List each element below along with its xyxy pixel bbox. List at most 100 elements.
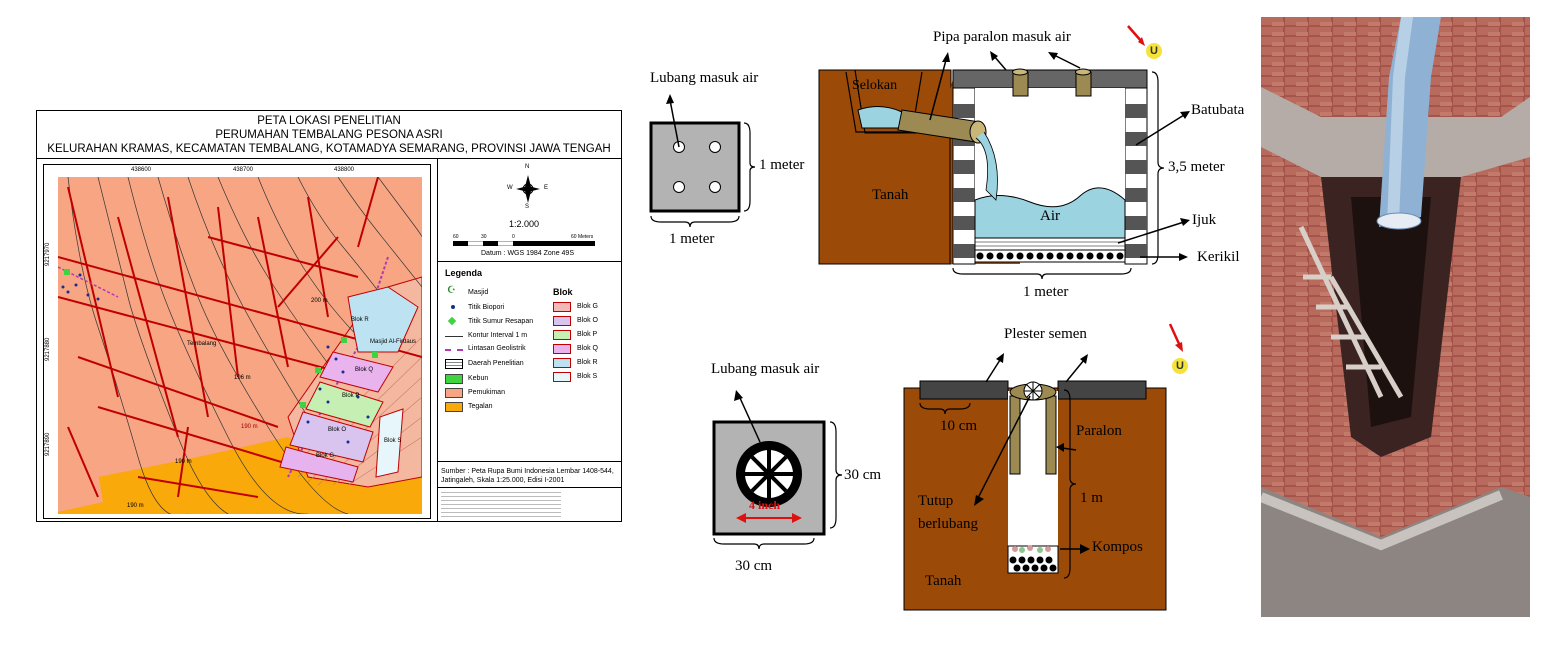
- compass-s: S: [525, 204, 530, 210]
- well-top-label: Lubang masuk air: [650, 70, 759, 86]
- scale-ratio: 1:2.000: [509, 219, 540, 229]
- tanah-label-2: Tanah: [925, 573, 962, 589]
- height-label: 3,5 meter: [1168, 159, 1225, 175]
- map-title-line-1: PETA LOKASI PENELITIAN: [257, 115, 401, 127]
- geolistrik-icon: [445, 349, 463, 353]
- contour-label-2: 190 m: [127, 503, 144, 509]
- compass-w: W: [507, 185, 513, 191]
- scale-tick-1: 60: [453, 234, 459, 240]
- blok-p-swatch: [553, 330, 571, 340]
- blok-o-swatch: [553, 316, 571, 326]
- biopori-side-label: 30 cm: [844, 467, 882, 483]
- compass-e: E: [544, 185, 549, 191]
- blok-g-swatch: [553, 302, 571, 312]
- scale-tick-2: 30: [481, 234, 487, 240]
- air-label: Air: [1040, 208, 1060, 224]
- tanah-label-1: Tanah: [872, 187, 909, 203]
- kompos-label: Kompos: [1092, 539, 1143, 555]
- kontur-icon: [445, 336, 463, 337]
- biopori-icon: [451, 305, 455, 309]
- kebun-patch-3: [315, 367, 321, 373]
- blok-q-swatch: [553, 344, 571, 354]
- fine-print: [441, 492, 561, 518]
- sumur-resapan-icon: [447, 316, 457, 326]
- kebun-patch-2: [341, 337, 347, 343]
- kebun-patch-5: [372, 352, 378, 358]
- legend-daerah: Daerah Penelitian: [468, 360, 524, 367]
- x-tick-3: 438800: [334, 167, 355, 173]
- north-u-icon-2: U: [1172, 358, 1188, 374]
- inch-label: 4 inch: [749, 498, 781, 512]
- map-frame: [43, 164, 431, 519]
- road-network: [58, 177, 422, 498]
- legend-geolistrik: Lintasan Geolistrik: [468, 345, 526, 352]
- compass-n: N: [525, 164, 530, 170]
- kebun-icon: [445, 374, 463, 384]
- blok-r-swatch: [553, 358, 571, 368]
- well-photo: [1261, 17, 1530, 617]
- ijuk-label: Ijuk: [1192, 212, 1217, 228]
- blok-s-shape: [375, 408, 404, 478]
- y-tick-1: 9217970: [45, 242, 51, 266]
- contour-label-1: 190 m: [241, 424, 258, 430]
- legend-kontur: Kontur Interval 1 m: [468, 332, 528, 339]
- legend-sumur: Titik Sumur Resapan: [468, 318, 534, 325]
- legend-blok-g: Blok G: [577, 303, 599, 310]
- blok-s-swatch: [553, 372, 571, 382]
- info-hline-3: [437, 487, 622, 488]
- x-tick-1: 438600: [131, 167, 152, 173]
- legend-blok-o: Blok O: [577, 317, 599, 324]
- map-label-blok-q: Blok Q: [355, 367, 374, 373]
- tutup-label-1: Tutup: [918, 493, 954, 509]
- scale-tick-3: 0: [512, 234, 515, 240]
- kebun-patch-1: [64, 269, 70, 275]
- well-side-label: 1 meter: [759, 157, 805, 173]
- well-bottom-label: 1 meter: [669, 231, 715, 247]
- map-label-blok-o: Blok O: [328, 427, 347, 433]
- legend-blok-s: Blok S: [577, 373, 598, 380]
- kerikil-label: Kerikil: [1197, 249, 1240, 265]
- info-hline-2: [437, 461, 622, 462]
- legend-pemukiman: Pemukiman: [468, 389, 505, 396]
- compass-rose-icon: [516, 175, 540, 203]
- info-divider: [437, 158, 438, 522]
- cm10-label: 10 cm: [940, 418, 978, 434]
- blok-title: Blok: [553, 287, 573, 297]
- north-u-icon-1: U: [1146, 43, 1162, 59]
- biopori-top-label: Lubang masuk air: [711, 361, 820, 377]
- map-label-blok-g: Blok G: [316, 453, 335, 459]
- blok-g-shape: [279, 446, 359, 483]
- legend-biopori: Titik Biopori: [468, 304, 505, 311]
- legend-tegalan: Tegalan: [468, 403, 493, 410]
- contour-label-4: 200 m: [311, 298, 328, 304]
- map-canvas: [58, 177, 422, 514]
- pipe-label: Pipa paralon masuk air: [933, 29, 1071, 45]
- scale-tick-4: 60 Meters: [571, 234, 594, 240]
- blok-p-shape: [305, 381, 384, 428]
- masjid-icon: ☪: [447, 285, 456, 296]
- biopori-points: [61, 273, 370, 444]
- batubata-label: Batubata: [1191, 102, 1245, 118]
- legend-kebun: Kebun: [468, 375, 489, 382]
- y-tick-2: 9217880: [45, 337, 51, 361]
- map-title-line-2: PERUMAHAN TEMBALANG PESONA ASRI: [215, 129, 443, 141]
- biopori-bottom-label: 30 cm: [735, 558, 773, 574]
- contour-label-5: 190 m: [175, 459, 192, 465]
- biopori-diagram: [712, 323, 1183, 611]
- legend-blok-r: Blok R: [577, 359, 598, 366]
- legend-masjid: Masjid: [468, 289, 489, 296]
- plester-label: Plester semen: [1004, 326, 1087, 342]
- map-panel: PETA LOKASI PENELITIAN PERUMAHAN TEMBALA…: [36, 110, 622, 522]
- source-text: Sumber : Peta Rupa Bumi Indonesia Lembar…: [441, 468, 614, 484]
- blok-r-shape: [347, 286, 419, 353]
- width-label: 1 meter: [1023, 284, 1069, 300]
- pemukiman-patch: [58, 467, 103, 512]
- title-divider: [37, 158, 621, 159]
- tutup-label-2: berlubang: [918, 516, 978, 532]
- map-label-blok-r: Blok R: [351, 317, 369, 323]
- datum: Datum : WGS 1984 Zone 49S: [481, 250, 574, 257]
- kebun-patch-4: [300, 402, 306, 408]
- tegalan-icon: [445, 402, 463, 412]
- y-tick-3: 9217890: [45, 432, 51, 456]
- x-tick-2: 438700: [233, 167, 254, 173]
